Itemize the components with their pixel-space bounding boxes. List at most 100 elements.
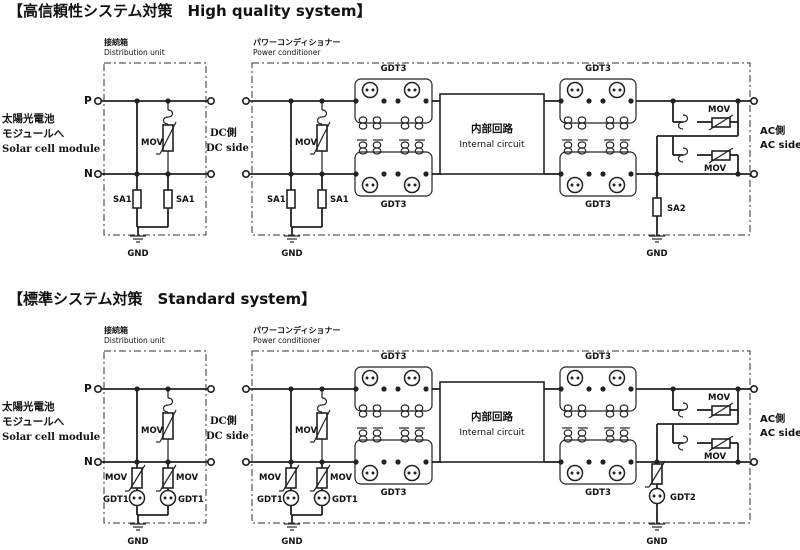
p-line-label: P bbox=[84, 95, 92, 107]
junction-dot bbox=[395, 171, 401, 177]
dc-side-label-en: DC side bbox=[206, 143, 249, 154]
terminal bbox=[749, 170, 758, 179]
junction-dot bbox=[423, 386, 429, 392]
mov-label: MOV bbox=[295, 426, 317, 436]
gas-discharge-tube bbox=[313, 489, 331, 507]
varistor-slash bbox=[708, 435, 734, 452]
junction-dot bbox=[558, 459, 564, 465]
gdt3-label: GDT3 bbox=[381, 488, 407, 498]
gnd-label: GND bbox=[281, 249, 302, 259]
fuse bbox=[162, 397, 174, 413]
dc-side-label-jp: DC側 bbox=[210, 126, 237, 139]
gas-discharge-tube bbox=[608, 369, 626, 387]
junction-dot bbox=[558, 171, 564, 177]
gas-discharge-tube bbox=[128, 489, 146, 507]
junction-dot bbox=[423, 171, 429, 177]
internal-circuit-label-en: Internal circuit bbox=[459, 428, 525, 438]
section-title: 【高信頼性システム対策 High quality system】 bbox=[8, 2, 372, 20]
gas-discharge-tube bbox=[361, 81, 379, 99]
sa1-label: SA1 bbox=[267, 195, 286, 205]
junction-dot bbox=[381, 98, 387, 104]
fuse bbox=[677, 402, 689, 418]
sa1-label: SA1 bbox=[176, 195, 195, 205]
gdt3-label: GDT3 bbox=[381, 200, 407, 210]
gdt1-label: GDT1 bbox=[103, 495, 129, 505]
junction-dot bbox=[628, 98, 634, 104]
junction-dot bbox=[558, 386, 564, 392]
junction-dot bbox=[353, 459, 359, 465]
gas-discharge-tube bbox=[566, 369, 584, 387]
gas-discharge-tube bbox=[159, 489, 177, 507]
varistor-slash bbox=[313, 464, 331, 492]
junction-dot bbox=[586, 98, 592, 104]
varistor-slash bbox=[282, 464, 300, 492]
terminal bbox=[749, 457, 758, 466]
gdt3-label: GDT3 bbox=[585, 200, 611, 210]
distribution-unit-box bbox=[103, 350, 207, 524]
varistor-slash bbox=[159, 121, 177, 155]
power-conditioner-label-jp: パワーコンディショナー bbox=[253, 325, 340, 335]
junction-dot bbox=[353, 98, 359, 104]
gdt3-label: GDT3 bbox=[381, 352, 407, 362]
solar-label-jp-2: モジュールへ bbox=[2, 128, 65, 140]
solar-label-jp-2: モジュールへ bbox=[2, 416, 65, 428]
sa1-label: SA1 bbox=[113, 195, 132, 205]
junction-dot bbox=[395, 98, 401, 104]
gas-discharge-tube bbox=[566, 176, 584, 194]
distribution-unit-label-jp: 接続箱 bbox=[104, 37, 128, 47]
mov-label: MOV bbox=[141, 426, 163, 436]
internal-circuit-box bbox=[439, 93, 545, 175]
power-conditioner-label-en: Power conditioner bbox=[253, 48, 321, 57]
junction-dot bbox=[353, 386, 359, 392]
gas-discharge-tube bbox=[608, 176, 626, 194]
power-conditioner-box bbox=[251, 62, 751, 236]
section-title: 【標準システム対策 Standard system】 bbox=[8, 290, 316, 308]
fuse bbox=[316, 397, 328, 413]
solar-label-en: Solar cell module bbox=[2, 144, 100, 155]
gdt3-label: GDT3 bbox=[585, 64, 611, 74]
gas-discharge-tube bbox=[403, 369, 421, 387]
terminal bbox=[94, 170, 103, 179]
junction-dot bbox=[628, 459, 634, 465]
ac-side-label-en: AC side bbox=[760, 140, 800, 151]
gas-discharge-tube bbox=[403, 81, 421, 99]
terminal bbox=[242, 457, 251, 466]
gas-discharge-tube bbox=[361, 176, 379, 194]
mov-label: MOV bbox=[708, 393, 730, 403]
high-quality-system-section: 【高信頼性システム対策 High quality system】接続箱Distr… bbox=[1, 2, 800, 259]
varistor-slash bbox=[159, 464, 177, 492]
gas-discharge-tube bbox=[566, 464, 584, 482]
p-line-label: P bbox=[84, 383, 92, 395]
distribution-unit-label-jp: 接続箱 bbox=[104, 325, 128, 335]
junction-dot bbox=[381, 171, 387, 177]
junction-dot bbox=[600, 386, 606, 392]
fuse bbox=[677, 435, 689, 451]
gnd-label: GND bbox=[127, 537, 148, 547]
fuse bbox=[316, 109, 328, 125]
distribution-unit-label-en: Distribution unit bbox=[104, 48, 165, 57]
gdt1-label: GDT1 bbox=[178, 495, 204, 505]
terminal bbox=[207, 170, 216, 179]
mov-label: MOV bbox=[330, 473, 352, 483]
mov-label: MOV bbox=[141, 138, 163, 148]
junction-dot bbox=[381, 459, 387, 465]
internal-circuit-label-jp: 内部回路 bbox=[471, 410, 513, 423]
gas-discharge-tube bbox=[361, 464, 379, 482]
varistor-slash bbox=[708, 402, 734, 419]
mov-label: MOV bbox=[708, 105, 730, 115]
ac-side-label-en: AC side bbox=[760, 428, 800, 439]
gnd-label: GND bbox=[127, 249, 148, 259]
mov-label: MOV bbox=[259, 473, 281, 483]
gdt3-label: GDT3 bbox=[381, 64, 407, 74]
varistor-slash bbox=[128, 464, 146, 492]
surge-arrester bbox=[286, 189, 296, 209]
junction-dot bbox=[600, 171, 606, 177]
gas-discharge-tube bbox=[566, 81, 584, 99]
gas-discharge-tube bbox=[403, 176, 421, 194]
junction-dot bbox=[353, 171, 359, 177]
distribution-unit-box bbox=[103, 62, 207, 236]
gas-discharge-tube bbox=[608, 464, 626, 482]
junction-dot bbox=[423, 459, 429, 465]
surge-arrester bbox=[652, 197, 662, 217]
dc-side-label-en: DC side bbox=[206, 431, 249, 442]
